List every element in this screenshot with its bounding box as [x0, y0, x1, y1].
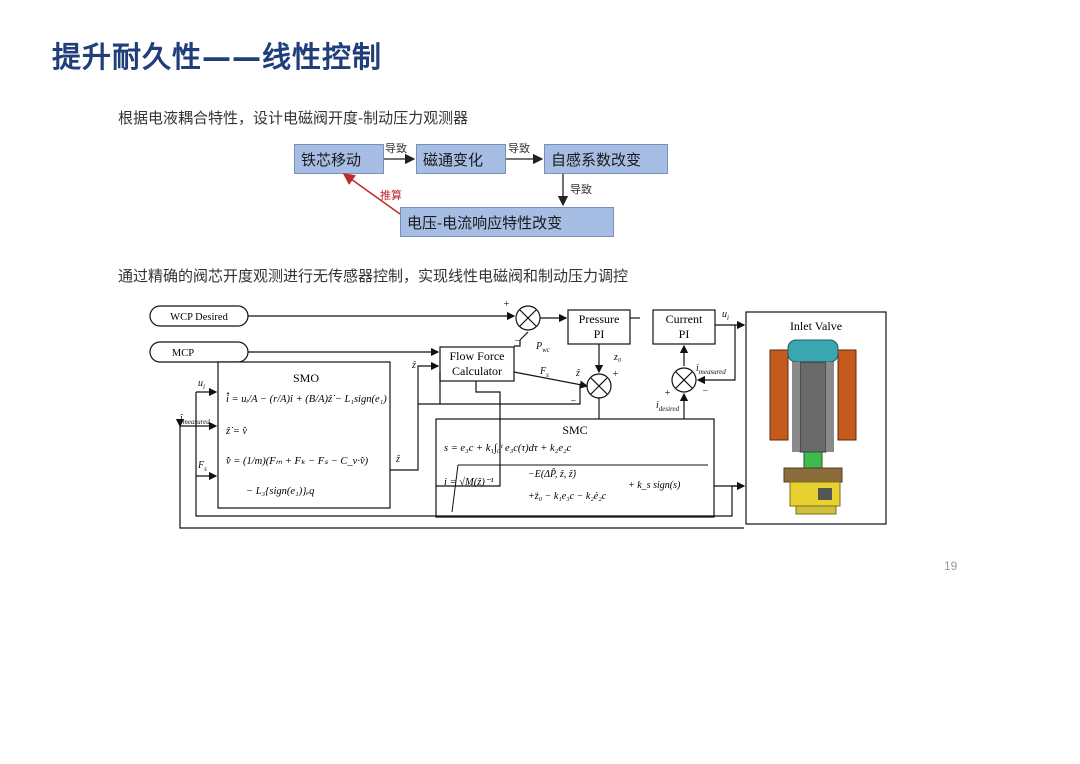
smo-block — [217, 361, 391, 509]
flow-force-calculator-block — [439, 346, 515, 382]
mcp-label: MCP — [172, 348, 194, 359]
p-wc-label: Pwc — [535, 341, 551, 354]
smo-equation-4: − L₃{sign(e₁)}ₑq — [246, 486, 314, 497]
sign-plus-z0: + — [612, 369, 619, 380]
smo-equation-2: ẑ̇ = v̂ — [225, 426, 247, 437]
current-pi-label-1: Current — [666, 312, 703, 326]
ui-label-smo: ui — [198, 378, 205, 391]
inlet-valve-illustration — [769, 339, 857, 515]
subtitle-observer: 根据电液耦合特性，设计电磁阀开度-制动压力观测器 — [118, 109, 469, 127]
z-hat-label-smc: ẑ — [575, 368, 580, 379]
pressure-pi-label-2: PI — [594, 327, 605, 341]
wcp-desired-label: WCP Desired — [170, 312, 228, 323]
subtitle-sensorless: 通过精确的阀芯开度观测进行无传感器控制，实现线性电磁阀和制动压力调控 — [118, 267, 629, 285]
sign-minus-current: − — [702, 386, 709, 397]
sign-minus-wcp: − — [514, 336, 521, 347]
z-hat-label-ffc: ẑ — [411, 360, 416, 371]
z-hat-label-smo: ẑ — [395, 454, 400, 465]
sum-junction-current — [671, 367, 697, 393]
page-number: 19 — [944, 559, 958, 573]
current-pi-block — [652, 309, 716, 345]
box-flux-change: 磁通变化 — [416, 144, 506, 174]
idesired-label: idesired — [656, 400, 680, 413]
flow-force-label-2: Calculator — [452, 364, 502, 378]
z0-label: z₀ — [613, 352, 622, 363]
smo-equation-1: i̇̂ = uᵢ/A − (r/A)î + (B/A)ẑ̇ − L₁sign(e… — [225, 392, 387, 405]
sum-junction-position — [586, 373, 612, 399]
current-pi-label-2: PI — [679, 327, 690, 341]
lead-label-2: 导致 — [508, 142, 530, 155]
imeasured-label-smo: îmeasured — [180, 413, 210, 426]
sign-plus-wcp: + — [503, 299, 510, 310]
lead-label-1: 导致 — [385, 142, 407, 155]
fs-label: Fs — [539, 366, 549, 379]
flow-force-label-1: Flow Force — [450, 349, 505, 363]
pressure-pi-block — [567, 309, 631, 345]
smo-equation-3: v̇̂ = (1/m)(Fₘ + Fₖ − Fₛ − C_v·v̂) — [226, 456, 369, 467]
sum-junction-pressure — [515, 305, 541, 331]
infer-label: 推算 — [380, 189, 402, 202]
smc-equation-1: s = e₃c + k₁∫₀ᵗ e₃c(τ)dτ + k₂e₂c — [444, 443, 572, 454]
arrow-infer — [342, 173, 401, 215]
smc-block — [435, 418, 715, 518]
smc-equation-2b: +z̈₀ − k₁e₃c − k₂ė₂c — [528, 491, 607, 502]
box-voltage-current-change: 电压-电流响应特性改变 — [400, 207, 614, 237]
inlet-valve-label: Inlet Valve — [790, 319, 842, 333]
lead-label-3: 导致 — [570, 183, 592, 196]
box-inductance-change: 自感系数改变 — [544, 144, 668, 174]
slide-title: 提升耐久性——线性控制 — [52, 40, 383, 74]
pressure-pi-label-1: Pressure — [579, 312, 620, 326]
sign-plus-current: + — [664, 388, 671, 399]
box-iron-core-move: 铁芯移动 — [294, 144, 384, 174]
smc-label: SMC — [562, 423, 587, 437]
fs-label-smo: Fs — [197, 460, 207, 473]
imeasured-label-pi: imeasured — [696, 363, 726, 376]
ui-label-valve: ui — [722, 309, 729, 322]
sign-minus-zhat: − — [570, 396, 577, 407]
smo-label: SMO — [293, 371, 319, 385]
mcp-input — [149, 341, 249, 363]
smc-equation-2a: −E(ΔP̂, ẑ, ẑ̇) — [528, 467, 577, 480]
smc-equation-2c: + k_s sign(s) — [628, 480, 681, 491]
